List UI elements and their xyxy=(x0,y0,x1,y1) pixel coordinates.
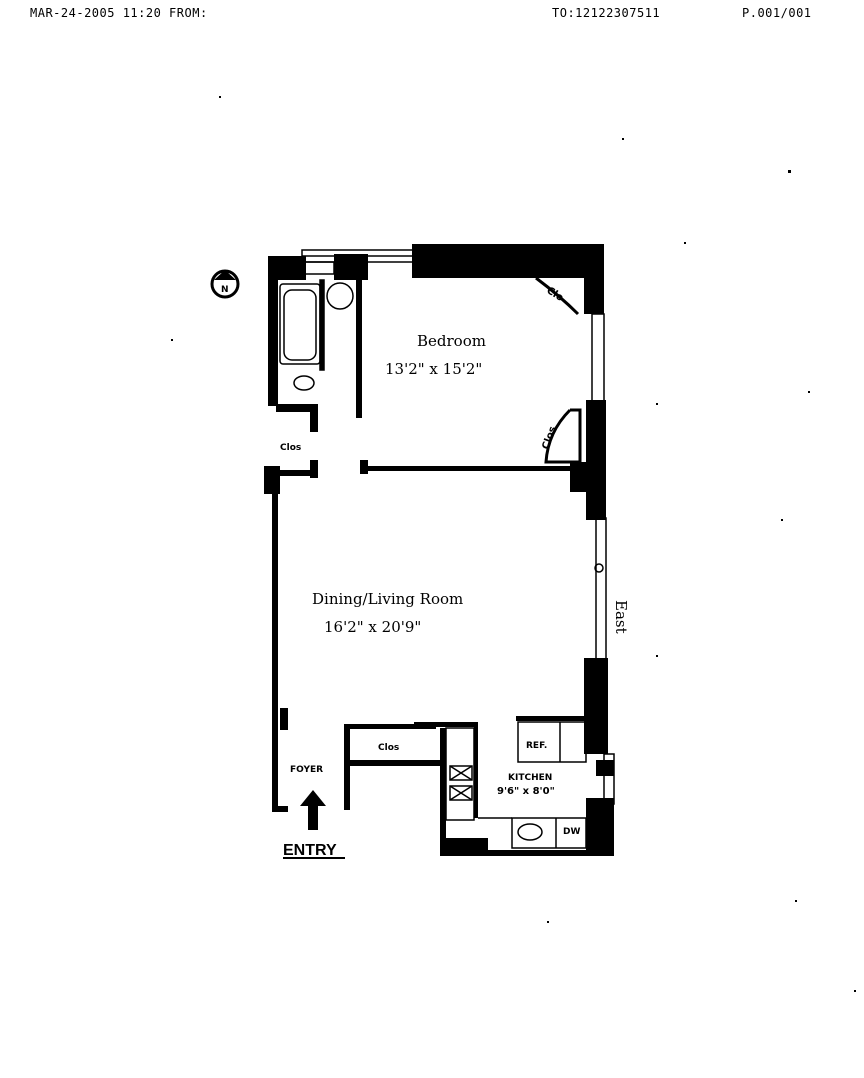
closet-wall xyxy=(310,460,318,478)
ref-label: REF. xyxy=(526,741,547,751)
north-arrow-icon: N xyxy=(210,269,240,299)
outer-walls xyxy=(264,244,614,856)
bedroom-west-wall xyxy=(356,278,362,418)
bathroom xyxy=(279,279,354,391)
foyer-walls xyxy=(276,716,588,818)
bedroom-closets xyxy=(535,276,582,464)
top-windows xyxy=(301,249,415,275)
living-room-size: 16'2" x 20'9" xyxy=(324,618,421,636)
living-room-label: Dining/Living Room xyxy=(312,590,463,608)
bath-wall-right xyxy=(310,404,318,432)
closet-wall-bottom xyxy=(276,470,318,476)
bath-wall xyxy=(276,404,316,412)
bedroom-size: 13'2" x 15'2" xyxy=(385,360,482,378)
closet-bottom-label: Clos xyxy=(540,425,558,451)
kitchen-size: 9'6" x 8'0" xyxy=(497,786,555,797)
foyer-label: FOYER xyxy=(290,765,323,775)
kitchen-label: KITCHEN xyxy=(508,773,552,783)
entry-arrow-icon xyxy=(300,790,326,830)
bedroom-label: Bedroom xyxy=(417,332,486,350)
bedroom-corner xyxy=(570,462,586,492)
bath-closet-label: Clos xyxy=(280,443,301,453)
entry-underline xyxy=(283,857,345,859)
bedroom-south-wall xyxy=(360,466,586,471)
fax-specks xyxy=(171,96,856,992)
entry-label: ENTRY xyxy=(283,842,337,859)
fax-header-page: P.001/001 xyxy=(742,6,812,20)
kitchen-fixtures xyxy=(445,721,587,849)
dw-label: DW xyxy=(563,827,580,837)
fax-header-left: MAR-24-2005 11:20 FROM: xyxy=(30,6,208,20)
north-label: N xyxy=(221,285,229,295)
east-windows xyxy=(591,313,615,805)
foyer-closet-label: Clos xyxy=(378,743,399,753)
fax-header-to: TO:12122307511 xyxy=(552,6,661,20)
east-label: East xyxy=(612,600,630,634)
